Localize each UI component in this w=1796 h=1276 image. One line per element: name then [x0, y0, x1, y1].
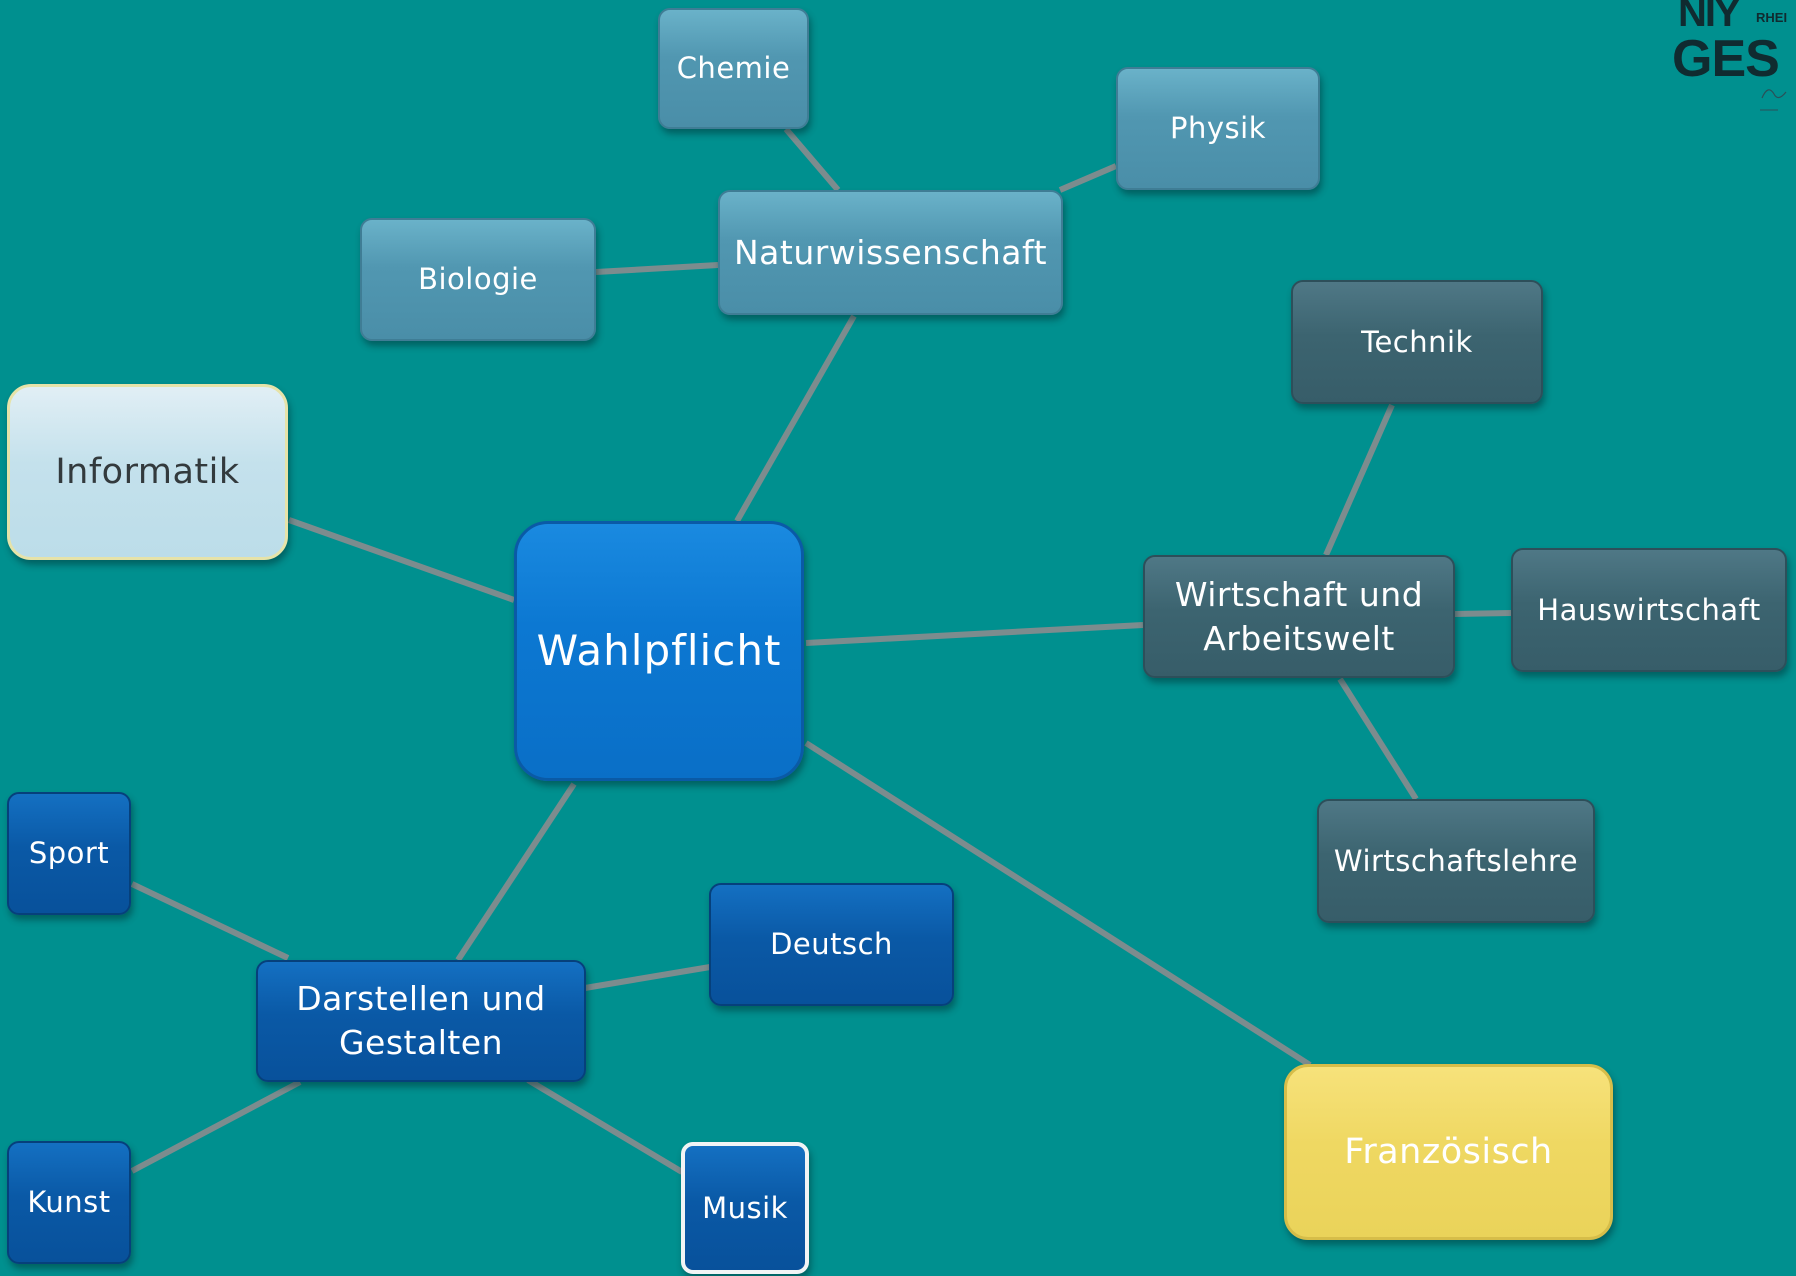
node-technik[interactable]: Technik [1291, 280, 1543, 404]
node-darstellen-und-gestalten[interactable]: Darstellen und Gestalten [256, 960, 586, 1082]
node-hauswirtschaft[interactable]: Hauswirtschaft [1511, 548, 1787, 672]
node-biologie[interactable]: Biologie [360, 218, 596, 341]
node-franzoesisch[interactable]: Französisch [1284, 1064, 1613, 1240]
node-naturwissenschaft-label: Naturwissenschaft [733, 232, 1048, 272]
connector-wirtschaft-wirtschaftslehre [1337, 677, 1419, 801]
connector-darstellen-kunst [130, 1079, 302, 1174]
connector-wirtschaft-hauswirtschaft [1453, 610, 1512, 617]
connector-naturwissenschaft-physik [1058, 163, 1118, 193]
connector-naturwissenschaft-chemie [783, 127, 841, 192]
connector-center-naturwissenschaft [734, 314, 857, 523]
node-informatik-label: Informatik [55, 451, 240, 492]
connector-center-wirtschaft [805, 622, 1144, 646]
node-wirtschaft-label-line1: Wirtschaft und [1174, 574, 1424, 614]
node-musik[interactable]: Musik [681, 1142, 809, 1274]
connector-darstellen-sport [130, 881, 290, 961]
node-physik[interactable]: Physik [1116, 67, 1320, 190]
connector-center-franzoesisch [804, 740, 1312, 1068]
node-deutsch[interactable]: Deutsch [709, 883, 954, 1006]
node-wahlpflicht-label: Wahlpflicht [536, 626, 782, 676]
node-darstellen-label-line2: Gestalten [338, 1023, 504, 1062]
node-wirtschaft-und-arbeitswelt[interactable]: Wirtschaft und Arbeitswelt [1143, 555, 1455, 678]
node-sport-label: Sport [28, 836, 110, 871]
node-physik-label: Physik [1170, 111, 1266, 146]
node-biologie-label: Biologie [418, 262, 538, 297]
svg-text:NIY: NIY [1678, 0, 1741, 35]
node-darstellen-label-line1: Darstellen und [296, 979, 546, 1019]
school-logo-mark: NIY RHEI GES [1672, 0, 1787, 111]
svg-text:GES: GES [1672, 30, 1779, 88]
connector-darstellen-deutsch [584, 964, 711, 991]
node-deutsch-label: Deutsch [770, 927, 893, 962]
node-wahlpflicht[interactable]: Wahlpflicht [514, 521, 804, 781]
school-logo: NIY RHEI GES [1672, 0, 1796, 118]
node-naturwissenschaft[interactable]: Naturwissenschaft [718, 190, 1063, 315]
node-hauswirtschaft-label: Hauswirtschaft [1537, 592, 1761, 627]
connector-wirtschaft-technik [1323, 403, 1395, 557]
node-kunst-label: Kunst [27, 1185, 111, 1220]
node-wirtschaft-label-line2: Arbeitswelt [1203, 618, 1395, 658]
connector-center-darstellen [455, 782, 577, 962]
node-chemie[interactable]: Chemie [658, 8, 809, 129]
node-musik-label: Musik [702, 1190, 788, 1225]
node-informatik[interactable]: Informatik [7, 384, 288, 560]
svg-text:RHEI: RHEI [1756, 10, 1787, 25]
connector-center-informatik [287, 517, 516, 603]
node-sport[interactable]: Sport [7, 792, 131, 915]
node-wirtschaftslehre[interactable]: Wirtschaftslehre [1317, 799, 1595, 923]
node-technik-label: Technik [1361, 324, 1473, 359]
node-chemie-label: Chemie [676, 51, 791, 86]
node-kunst[interactable]: Kunst [7, 1141, 131, 1264]
node-franzoesisch-label: Französisch [1344, 1131, 1553, 1172]
node-wirtschaftslehre-label: Wirtschaftslehre [1333, 843, 1579, 878]
connector-darstellen-musik [526, 1077, 684, 1175]
connector-naturwissenschaft-biologie [595, 262, 719, 275]
